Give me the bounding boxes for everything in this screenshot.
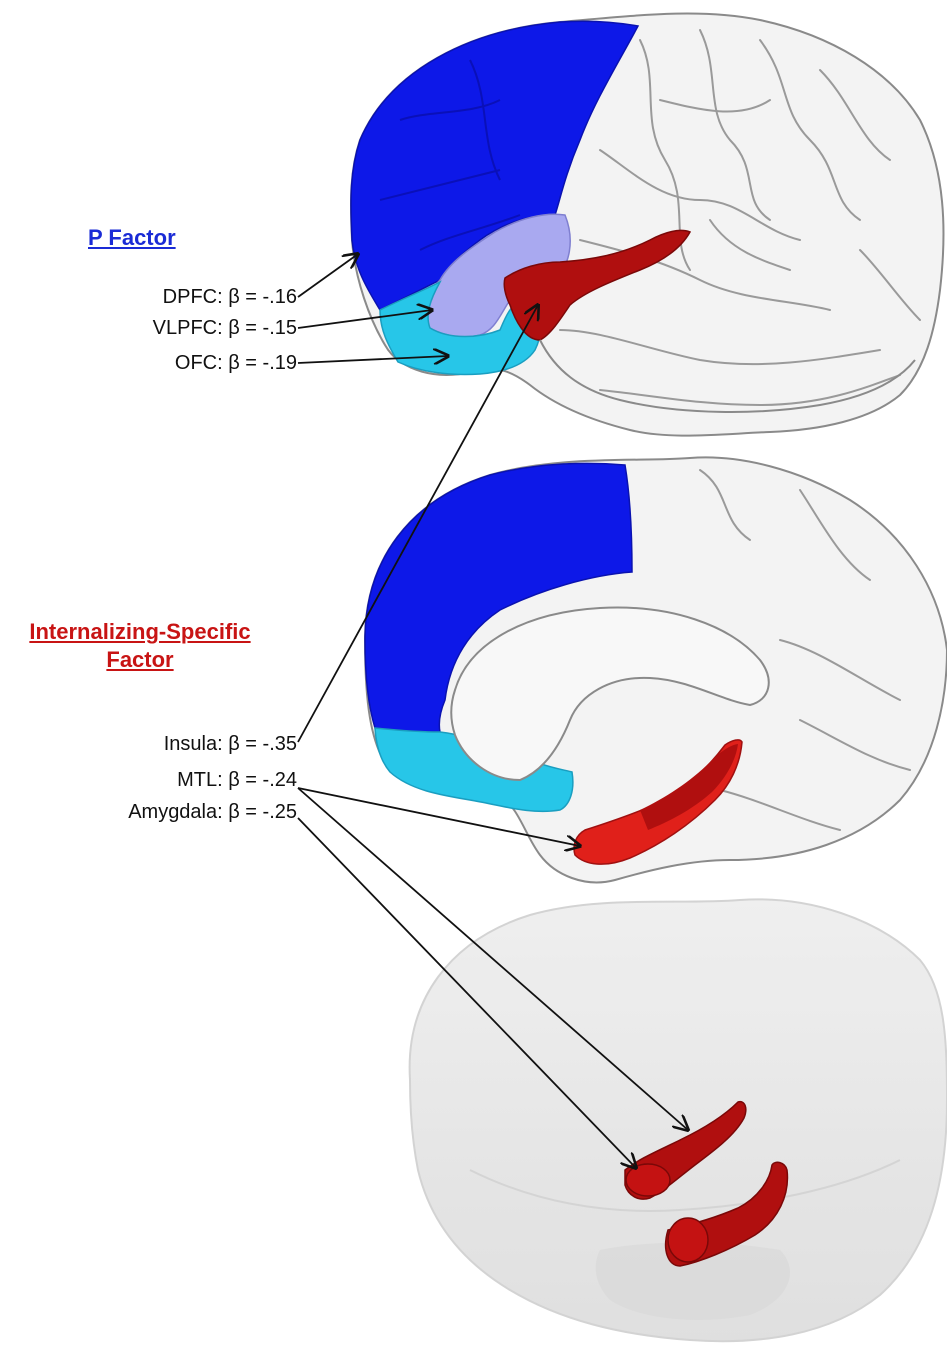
glass-brain <box>410 899 947 1341</box>
ofc-label: OFC: β = -.19 <box>175 351 297 375</box>
medial-brain <box>365 457 947 882</box>
amygdala-bulb <box>626 1164 670 1196</box>
hippocampus-bulb <box>668 1218 708 1262</box>
arrow-dpfc <box>298 254 358 297</box>
internalizing-title: Internalizing-Specific Factor <box>8 618 272 674</box>
dpfc-label: DPFC: β = -.16 <box>163 285 297 309</box>
vlpfc-label: VLPFC: β = -.15 <box>153 316 297 340</box>
lateral-brain <box>351 14 944 436</box>
insula-label: Insula: β = -.35 <box>164 732 297 756</box>
internalizing-title-line1: Internalizing-Specific <box>8 618 272 646</box>
amygdala-label: Amygdala: β = -.25 <box>128 800 297 824</box>
internalizing-title-line2: Factor <box>8 646 272 674</box>
mtl-label: MTL: β = -.24 <box>177 768 297 792</box>
p-factor-title: P Factor <box>88 224 176 252</box>
